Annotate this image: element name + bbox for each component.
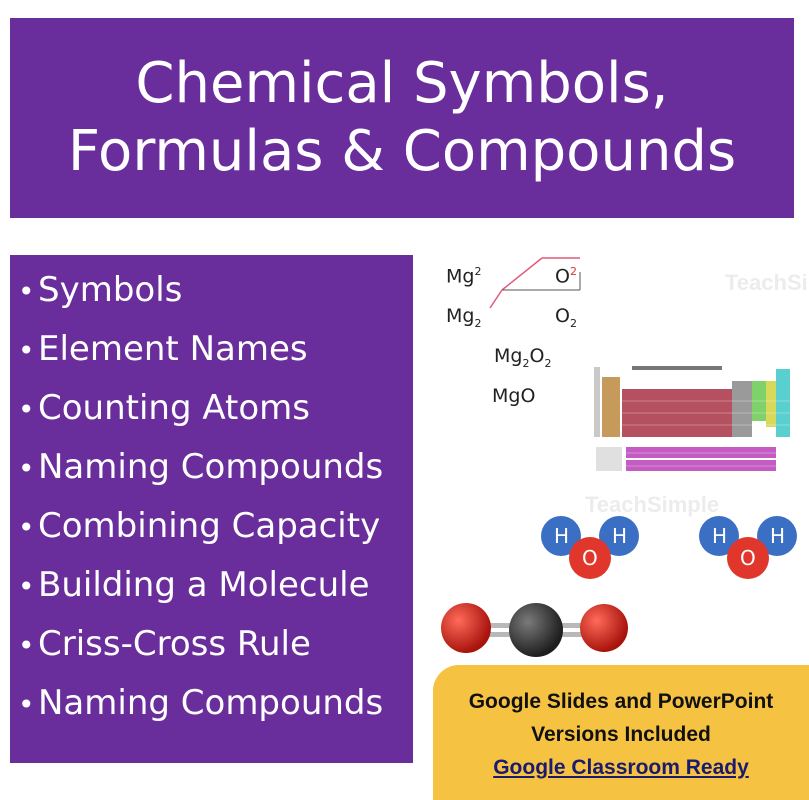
hydrogen-label: H <box>770 524 786 548</box>
topic-label: Naming Compounds <box>38 447 384 487</box>
watermark: TeachSimple <box>725 270 809 295</box>
page-title-line-1: Chemical Symbols, <box>135 51 669 116</box>
formula-combined: Mg2O2 <box>494 345 552 370</box>
formula-mg-sub: Mg2 <box>446 305 482 330</box>
topic-label: Element Names <box>38 329 308 369</box>
badge-line-1: Google Slides and PowerPoint <box>468 690 774 713</box>
bullet-icon: • <box>18 511 35 544</box>
bullet-icon: • <box>18 393 35 426</box>
formula-o-ion: O2 <box>555 265 577 288</box>
water-molecule-shape <box>699 516 797 579</box>
topic-item: •Symbols <box>10 261 413 320</box>
bullet-icon: • <box>18 452 35 485</box>
co2-molecule-model <box>441 603 628 657</box>
formula-mg-ion: Mg2 <box>446 265 482 288</box>
bullet-icon: • <box>18 688 35 721</box>
topic-label: Counting Atoms <box>38 388 310 428</box>
badge-line-2: Versions Included <box>531 723 711 746</box>
topic-label: Symbols <box>38 270 183 310</box>
periodic-table-image <box>592 363 809 478</box>
water-molecule-2: H H O <box>697 512 807 582</box>
oxygen-label: O <box>582 546 598 570</box>
water-molecule-1: H H O <box>539 512 649 582</box>
bullet-icon: • <box>18 570 35 603</box>
topic-label: Criss-Cross Rule <box>38 624 311 664</box>
feature-badge: Google Slides and PowerPoint Versions In… <box>433 665 809 800</box>
topic-item: •Combining Capacity <box>10 497 413 556</box>
hydrogen-label: H <box>554 524 570 548</box>
topic-label: Naming Compounds <box>38 683 384 723</box>
classroom-ready-link[interactable]: Google Classroom Ready <box>493 756 749 779</box>
topics-list: •Symbols •Element Names •Counting Atoms … <box>10 261 413 733</box>
formula-final: MgO <box>492 385 536 407</box>
topics-panel: •Symbols •Element Names •Counting Atoms … <box>10 255 413 763</box>
formula-o-sub: O2 <box>555 305 577 330</box>
topic-item: •Naming Compounds <box>10 438 413 497</box>
topic-item: •Criss-Cross Rule <box>10 615 413 674</box>
topic-item: •Element Names <box>10 320 413 379</box>
hydrogen-label: H <box>612 524 628 548</box>
watermark: TeachSimple <box>585 492 720 517</box>
topic-item: •Counting Atoms <box>10 379 413 438</box>
bullet-icon: • <box>18 629 35 662</box>
hydrogen-label: H <box>712 524 728 548</box>
water-molecule-shape <box>541 516 639 579</box>
bullet-icon: • <box>18 275 35 308</box>
oxygen-label: O <box>740 546 756 570</box>
topic-label: Combining Capacity <box>38 506 381 546</box>
bullet-icon: • <box>18 334 35 367</box>
title-banner: Chemical Symbols, Formulas & Compounds <box>10 18 794 218</box>
criss-cross-arrows <box>489 257 581 309</box>
topic-item: •Naming Compounds <box>10 674 413 733</box>
topic-label: Building a Molecule <box>38 565 370 605</box>
page-title-line-2: Formulas & Compounds <box>67 119 737 184</box>
topic-item: •Building a Molecule <box>10 556 413 615</box>
